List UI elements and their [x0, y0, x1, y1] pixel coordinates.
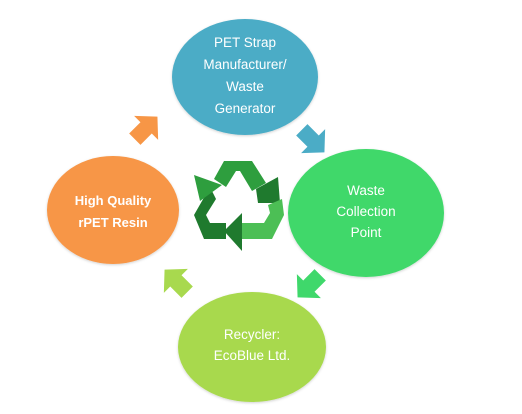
label-line: Generator — [215, 101, 276, 116]
node-resin: High Quality rPET Resin — [47, 156, 179, 264]
label-line: EcoBlue Ltd. — [214, 348, 291, 363]
arrow-shape — [296, 269, 326, 299]
node-resin-circle — [47, 156, 179, 264]
arrow-manufacturer-to-collection — [296, 124, 326, 154]
node-recycler-circle — [178, 292, 326, 402]
arrow-shape — [163, 268, 193, 298]
node-recycler-label: Recycler: EcoBlue Ltd. — [214, 327, 291, 363]
arrow-collection-to-recycler — [296, 269, 326, 299]
label-line: High Quality — [75, 193, 152, 208]
node-manufacturer-circle — [172, 19, 318, 135]
recycle-arrow-left — [194, 175, 226, 239]
label-line: Recycler: — [224, 327, 280, 342]
node-resin-label: High Quality rPET Resin — [75, 193, 152, 230]
arrow-resin-to-manufacturer — [129, 115, 159, 145]
label-line: Waste — [347, 183, 385, 198]
label-line: Collection — [336, 204, 395, 219]
node-recycler: Recycler: EcoBlue Ltd. — [178, 292, 326, 402]
arrow-recycler-to-resin — [163, 268, 193, 298]
label-line: Manufacturer/ — [203, 57, 287, 72]
arrow-shape — [129, 115, 159, 145]
recycle-arrow-right — [224, 199, 284, 251]
recycle-arrow-top — [214, 161, 280, 203]
label-line: Waste — [226, 79, 264, 94]
label-line: rPET Resin — [78, 215, 147, 230]
label-line: PET Strap — [214, 35, 276, 50]
recycle-icon — [194, 161, 284, 251]
node-collection-circle — [288, 149, 444, 277]
arrow-shape — [296, 124, 326, 154]
label-line: Point — [351, 225, 382, 240]
